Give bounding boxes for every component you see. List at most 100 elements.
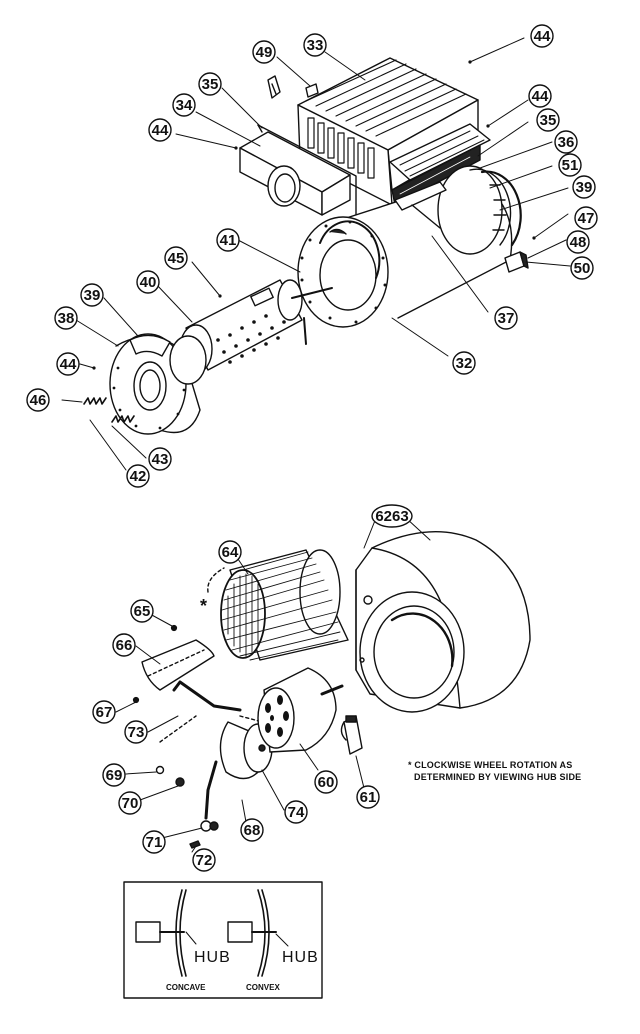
convex-wheel-figure: HUB CONVEX [227,889,319,992]
callout-circle [118,791,142,815]
callout-c44b: 44 [528,84,552,108]
callout-c66: 66 [112,633,136,657]
callout-number: 66 [116,637,133,654]
callout-circle [54,306,78,330]
callout-c32: 32 [452,351,476,375]
callout-c35b: 35 [536,108,560,132]
callout-c48: 48 [566,230,590,254]
callout-number: 45 [168,250,185,267]
callout-c37: 37 [494,306,518,330]
concave-label: CONCAVE [166,983,206,992]
callout-c40: 40 [136,270,160,294]
rotation-asterisk: * [200,596,207,616]
callout-number: 44 [60,356,77,373]
callout-c46: 46 [26,388,50,412]
springs [83,397,135,423]
callout-circle [164,246,188,270]
callout-number: 69 [106,767,123,784]
note-line-2: DETERMINED BY VIEWING HUB SIDE [414,772,581,782]
callout-c36: 36 [554,130,578,154]
hardware [132,624,219,849]
callout-circle [536,108,560,132]
callout-circle [92,700,116,724]
callout-c42: 42 [126,464,150,488]
callout-labels: 3344493544344435365139474850414540393844… [26,24,598,872]
callout-c64: 64 [218,540,242,564]
callout-circle [314,770,338,794]
callout-number: 70 [122,795,139,812]
motor-mount [159,680,273,820]
heat-exchanger [297,57,491,206]
callout-c39b: 39 [80,283,104,307]
callout-number: 37 [498,310,515,327]
callout-c70: 70 [118,791,142,815]
callout-circle [558,153,582,177]
callout-circle [572,175,596,199]
callout-number: 71 [146,834,163,851]
callout-circle [452,351,476,375]
callout-c73: 73 [124,720,148,744]
motor-shield [141,639,215,691]
callout-number: 49 [256,44,273,61]
callout-circle [566,230,590,254]
blower-motor [257,667,344,753]
main-cabinet [297,165,522,328]
concave-hub-label: HUB [194,949,231,966]
convex-hub-label: HUB [282,949,319,966]
callout-c39a: 39 [572,175,596,199]
callout-circle [192,848,216,872]
callout-number: 36 [558,134,575,151]
callout-c44a: 44 [530,24,554,48]
callout-c50: 50 [570,256,594,280]
blower-housing [355,531,531,713]
callout-number: 51 [562,157,579,174]
callout-number: 46 [30,392,47,409]
callout-number: 39 [84,287,101,304]
callout-circle [570,256,594,280]
callout-c44d: 44 [56,352,80,376]
callout-circle [218,540,242,564]
callout-c43: 43 [148,447,172,471]
callout-circle [136,270,160,294]
note-line-1: * CLOCKWISE WHEEL ROTATION AS [408,760,572,770]
callout-c60: 60 [314,770,338,794]
callout-number: 61 [360,789,377,806]
blower-wheel [207,549,349,661]
bracket [394,181,447,229]
callout-number: 73 [128,724,145,741]
callout-number: 48 [570,234,587,251]
callout-c34: 34 [172,93,196,117]
callout-circle [216,228,240,252]
callout-number: 64 [222,544,239,561]
callout-c45: 45 [164,246,188,270]
callout-number: 65 [134,603,151,620]
callout-circle [284,800,308,824]
callout-c61: 61 [356,785,380,809]
callout-circle [80,283,104,307]
hub-orientation-inset: HUB CONCAVE HUB CONVEX [123,881,323,999]
callout-circle [148,447,172,471]
callout-number: 35 [202,76,219,93]
callout-number: 50 [574,260,591,277]
leader-lines-upper [61,37,571,471]
small-connector [504,251,529,273]
callout-number: 35 [540,112,557,129]
callout-number: 44 [534,28,551,45]
callout-c44c: 44 [148,118,172,142]
callout-c67: 67 [92,700,116,724]
callout-number: 72 [196,852,213,869]
end-cap [109,333,207,435]
callout-circle [303,33,327,57]
callout-circle [574,206,598,230]
callout-circle [252,40,276,64]
callout-number: 42 [130,468,147,485]
callout-circle [130,599,154,623]
callout-c6263: 6263 [371,504,413,528]
small-clip-part [267,75,319,99]
callout-c51: 51 [558,153,582,177]
callout-circle [124,720,148,744]
callout-number: 44 [532,88,549,105]
callout-circle [126,464,150,488]
leader-lines-lower [115,517,431,853]
callout-circle [56,352,80,376]
